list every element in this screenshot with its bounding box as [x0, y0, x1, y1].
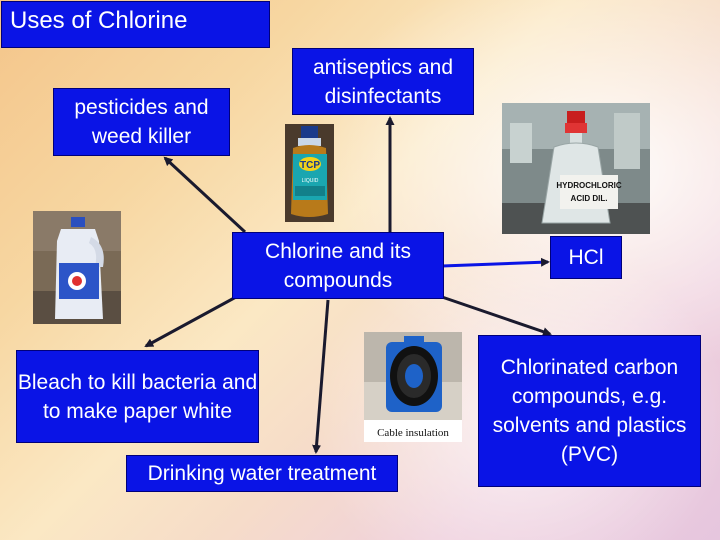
hydrochloric-acid-photo: HYDROCHLORIC ACID DIL.	[502, 103, 650, 234]
hcl-box: HCl	[550, 236, 622, 279]
arrow-to-pesticides	[163, 156, 247, 234]
arrow-to-chlorinated	[441, 295, 552, 336]
arrow-to-water	[312, 299, 330, 454]
antiseptics-label: antiseptics and disinfectants	[312, 55, 454, 108]
chlorinated-box: Chlorinated carbon compounds, e.g. solve…	[478, 335, 701, 487]
center-chlorine-box: Chlorine and its compounds	[232, 232, 444, 299]
acid-label-line2: ACID DIL.	[571, 194, 608, 203]
bleach-box: Bleach to kill bacteria and to make pape…	[16, 350, 259, 443]
pesticides-box: pesticides and weed killer	[53, 88, 230, 156]
hcl-label: HCl	[568, 246, 604, 269]
chlorinated-label: Chlorinated carbon compounds, e.g. solve…	[492, 356, 687, 466]
tcp-label-text: TCP	[300, 160, 320, 171]
cable-caption-text: Cable insulation	[377, 427, 449, 439]
center-chlorine-label: Chlorine and its compounds	[265, 239, 411, 292]
tcp-small-text: LIQUID	[302, 178, 319, 184]
antiseptic-bottle-photo: TCP LIQUID	[285, 124, 334, 222]
antiseptics-box: antiseptics and disinfectants	[292, 48, 474, 115]
pesticides-label: pesticides and weed killer	[74, 96, 209, 148]
acid-label-line1: HYDROCHLORIC	[556, 181, 622, 190]
bleach-bottle-photo	[33, 211, 121, 324]
water-label: Drinking water treatment	[147, 462, 377, 485]
slide-title: Uses of Chlorine	[1, 1, 270, 48]
arrow-to-hcl	[441, 257, 550, 268]
arrow-to-bleach	[144, 295, 237, 348]
water-box: Drinking water treatment	[126, 455, 398, 492]
cable-insulation-photo: Cable insulation	[364, 332, 462, 442]
bleach-label: Bleach to kill bacteria and to make pape…	[17, 370, 258, 423]
